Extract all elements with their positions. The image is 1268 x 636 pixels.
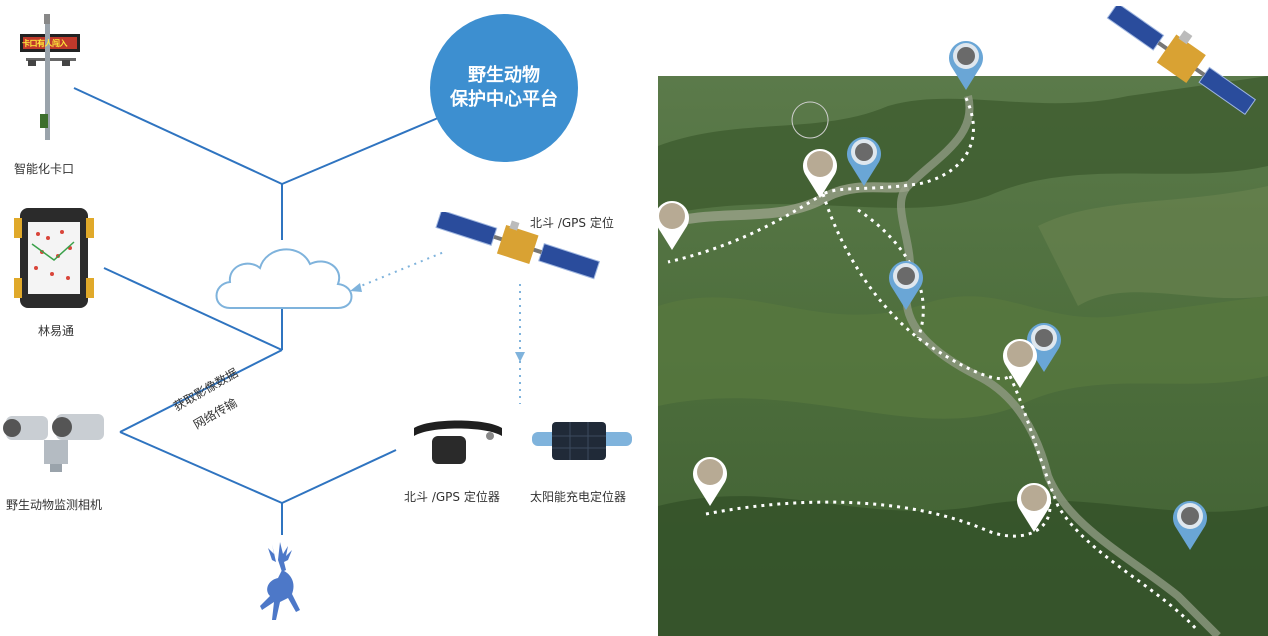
solar-locator-icon <box>532 422 632 460</box>
map-pin-icon <box>1003 339 1037 388</box>
map-pin-icon <box>693 457 727 506</box>
collar-label: 北斗 /GPS 定位器 <box>404 490 500 504</box>
map-pin-icon <box>1017 483 1051 532</box>
camera-label: 野生动物监测相机 <box>6 498 103 512</box>
collar-locator-icon <box>414 420 502 464</box>
map-pin-icon <box>889 261 923 310</box>
checkpoint-pole-icon <box>20 14 80 140</box>
platform-hub: 野生动物 保护中心平台 <box>430 14 578 162</box>
map-pin-white <box>791 101 829 139</box>
phone-label: 林易通 <box>38 324 75 338</box>
rugged-phone-icon <box>14 208 94 308</box>
cloud-icon <box>215 248 353 309</box>
hub-title-line2: 保护中心平台 <box>450 89 558 110</box>
map-pin-icon <box>847 137 881 186</box>
checkpoint-led-text: 卡口有人闯入 <box>22 39 68 48</box>
satellite-map-icon <box>1106 6 1256 116</box>
solar-label: 太阳能充电定位器 <box>530 490 627 504</box>
map-pin-icon <box>655 201 689 250</box>
satellite-icon <box>435 212 601 280</box>
hub-title-line1: 野生动物 <box>468 65 540 86</box>
map-pin-icon <box>1173 501 1207 550</box>
map-pin-icon <box>803 149 837 198</box>
map-pin-icon <box>949 41 983 90</box>
surveillance-camera-icon <box>3 414 104 472</box>
deer-icon <box>260 542 300 620</box>
map-pin-icon <box>1027 323 1061 372</box>
terrain-map <box>658 76 1268 636</box>
checkpoint-label: 智能化卡口 <box>14 162 75 176</box>
satellite-label: 北斗 /GPS 定位 <box>530 216 614 230</box>
network-lines <box>73 87 525 535</box>
